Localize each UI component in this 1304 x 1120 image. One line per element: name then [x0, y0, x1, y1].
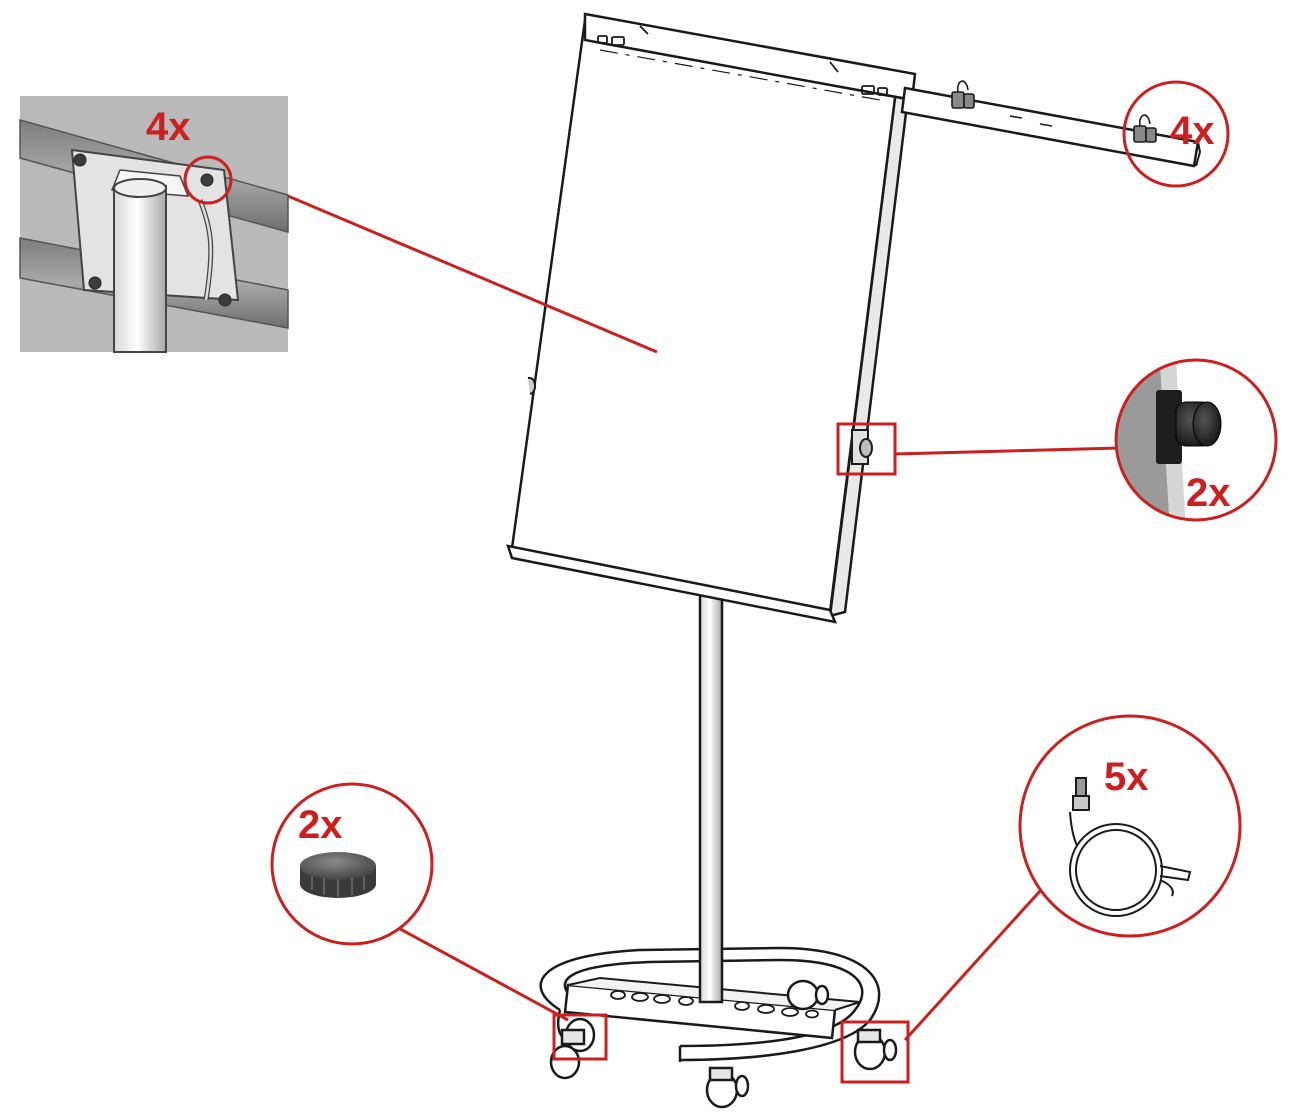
flipchart-stand [506, 12, 1202, 1109]
knob-icon [1175, 401, 1222, 447]
caster-front-right [853, 1028, 898, 1071]
arm-clip-2 [1133, 114, 1157, 143]
connector-knob [894, 446, 1121, 456]
callout-board-bracket: 4x [19, 96, 289, 353]
board [506, 12, 917, 624]
callout-caster: 5x [1018, 714, 1242, 938]
inset-knob-circle [1114, 358, 1278, 522]
marker-end-cap [552, 1013, 608, 1061]
inset-arm-clips-circle [1122, 80, 1230, 188]
arm-clip-1 [951, 80, 975, 109]
callout-label-caster: 5x [1104, 755, 1149, 799]
callout-arm-clips: 4x [1122, 80, 1230, 188]
end-cap-icon [300, 852, 376, 898]
inset-bracket-highlight [183, 155, 233, 205]
callout-label-end-cap: 2x [298, 803, 343, 847]
marker-caster [840, 1020, 910, 1084]
board-side-knob [851, 429, 873, 465]
connector-bracket [287, 194, 658, 354]
caster-front-left [549, 1017, 596, 1080]
callout-connectors [287, 194, 1121, 1084]
marker-knob [836, 422, 897, 476]
callout-label-bracket: 4x [146, 105, 191, 149]
caster-wheel-icon [1069, 777, 1192, 917]
callout-end-cap: 2x [270, 782, 434, 946]
callout-side-knob: 2x [1114, 358, 1278, 522]
caster-front-center [705, 1066, 750, 1109]
base-casters [549, 979, 898, 1109]
connector-caster [903, 878, 1052, 1042]
connector-end-cap [379, 916, 569, 1022]
callout-label-side-knob: 2x [1186, 471, 1231, 515]
callout-label-arm-clips: 4x [1170, 109, 1215, 153]
vertical-pole [698, 588, 724, 1004]
caster-back-right [786, 979, 830, 1011]
bracket-screw-icon [73, 153, 232, 307]
